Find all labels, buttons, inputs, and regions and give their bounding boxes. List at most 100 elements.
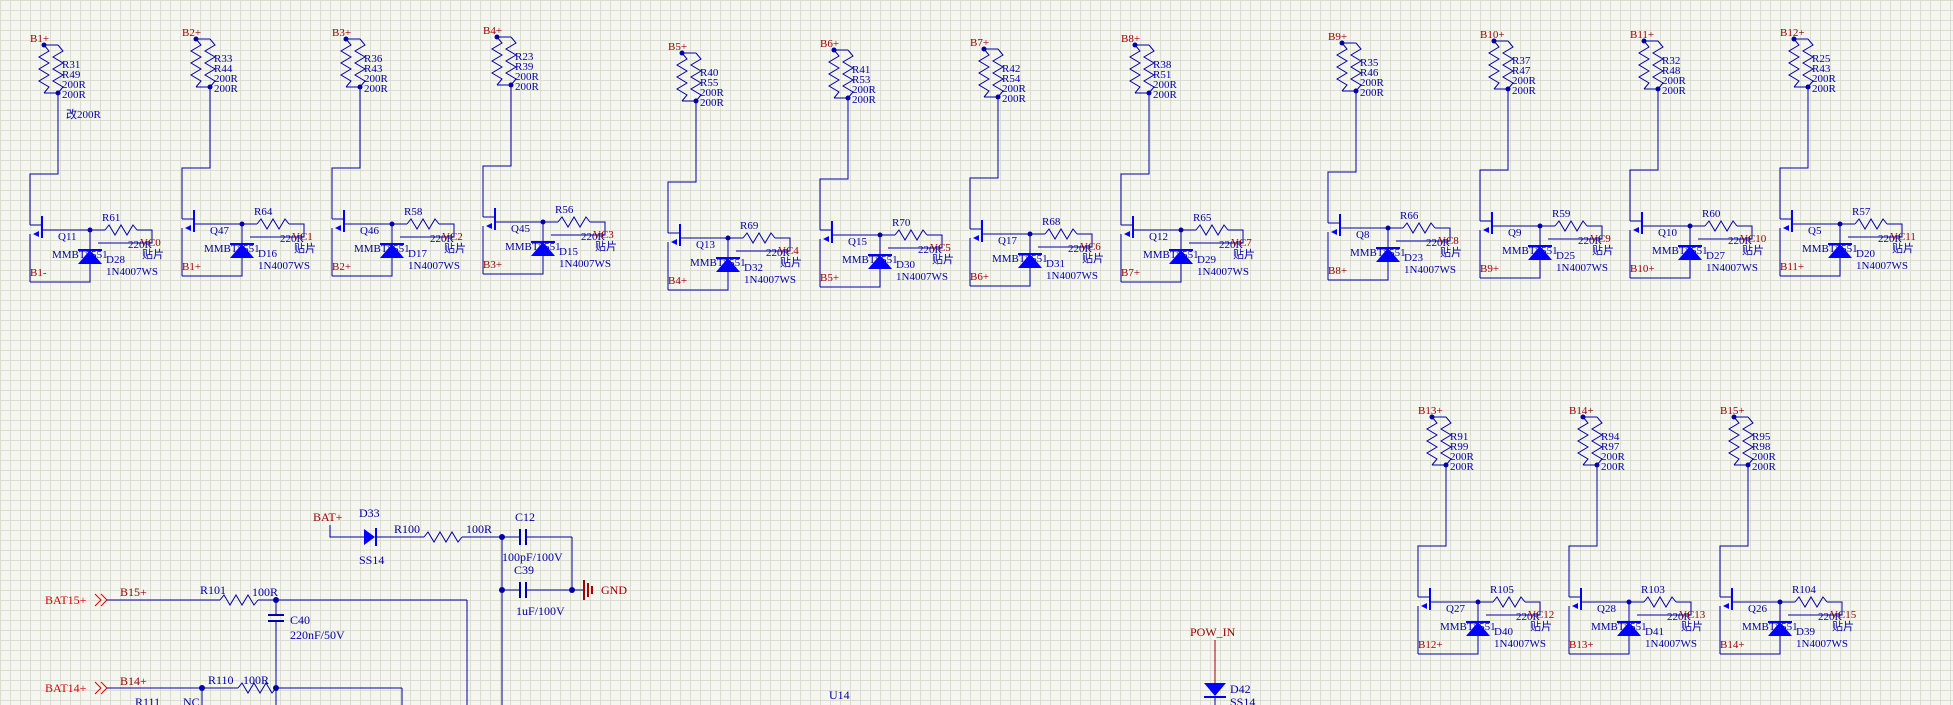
diode-designator: D32 — [744, 262, 763, 274]
resistor-a-designator: R38 — [1153, 59, 1172, 71]
gate-resistor — [406, 218, 440, 230]
transistor-designator: Q5 — [1808, 225, 1822, 237]
transistor-arrow — [973, 235, 979, 241]
vc-net-label: VC1 — [292, 231, 313, 243]
wire — [1780, 258, 1841, 277]
diode-designator: D27 — [1706, 250, 1725, 262]
wire — [1637, 601, 1692, 616]
bottom-net-label: B10+ — [1630, 263, 1655, 275]
resistor-a-designator: R23 — [515, 51, 534, 63]
resistor-b — [52, 44, 64, 94]
b15-net-label: B15+ — [120, 585, 147, 599]
bat15-port-label: BAT15+ — [45, 593, 87, 607]
resistor-a-designator: R36 — [364, 53, 383, 65]
junction — [569, 587, 575, 593]
resistor-b-value: 200R — [1512, 85, 1537, 97]
vc-net-label: VC7 — [1231, 237, 1252, 249]
resistor-b-designator: R46 — [1360, 67, 1379, 79]
wire — [888, 234, 943, 249]
resistor-a-designator: R91 — [1450, 431, 1468, 443]
gate-resistor-value: 220R — [1219, 239, 1244, 251]
vc-net-label: VC2 — [442, 231, 463, 243]
diode-triangle — [1018, 254, 1042, 268]
resistor-b-value: 200R — [1360, 87, 1385, 99]
wire — [250, 223, 305, 238]
bottom-net-label: B6+ — [970, 271, 989, 283]
resistor-b-designator: R39 — [515, 61, 534, 73]
resistor-a — [1638, 40, 1650, 90]
pow-in-label: POW_IN — [1190, 625, 1236, 639]
wire — [331, 87, 361, 219]
resistor-b — [1143, 44, 1155, 94]
transistor-suffix: 贴片 — [294, 241, 316, 255]
resistor-b-designator: R49 — [62, 69, 81, 81]
transistor-arrow — [1331, 229, 1337, 235]
gate-resistor-designator: R105 — [1490, 584, 1514, 596]
resistor-b-value: 200R — [214, 83, 239, 95]
wire — [668, 272, 729, 291]
wire — [1779, 87, 1809, 219]
top-net-label: B12+ — [1780, 27, 1805, 39]
diode-triangle — [1678, 246, 1702, 260]
transistor-suffix: 贴片 — [1082, 251, 1104, 265]
diode-part: 1N4007WS — [408, 260, 460, 272]
wire — [1121, 264, 1182, 283]
transistor-designator: Q11 — [58, 231, 77, 243]
diode-designator: D41 — [1645, 626, 1664, 638]
gate-resistor — [1492, 596, 1526, 608]
diode-triangle — [1466, 622, 1490, 636]
d33-diode — [364, 528, 377, 546]
wire — [736, 237, 791, 252]
gate-resistor-designator: R69 — [740, 220, 759, 232]
wire — [1486, 601, 1541, 616]
r111-designator: R111 — [135, 695, 160, 705]
diode-designator: D15 — [559, 246, 578, 258]
gate-resistor — [104, 224, 138, 236]
gate-resistor-designator: R64 — [254, 206, 273, 218]
gate-resistor-designator: R65 — [1193, 212, 1212, 224]
vc-net-label: VC4 — [778, 245, 799, 257]
wire — [820, 269, 881, 288]
diode-part: 1N4007WS — [1404, 264, 1456, 276]
gate-resistor-designator: R58 — [404, 206, 423, 218]
resistor-b — [1742, 416, 1754, 466]
transistor-arrow — [671, 239, 677, 245]
diode-part: 1N4007WS — [1556, 262, 1608, 274]
top-net-label: B8+ — [1121, 33, 1140, 45]
resistor-a-designator: R31 — [62, 59, 80, 71]
transistor-suffix: 贴片 — [1530, 619, 1552, 633]
transistor-suffix: 贴片 — [1892, 241, 1914, 255]
transistor-designator: Q8 — [1356, 229, 1370, 241]
wire — [819, 98, 849, 230]
resistor-a — [978, 48, 990, 98]
gate-resistor-value: 220R — [1426, 237, 1451, 249]
bottom-net-label: B8+ — [1328, 265, 1347, 277]
d42-part: SS14 — [1230, 695, 1255, 705]
vc-net-label: VC11 — [1890, 231, 1916, 243]
bottom-net-label: B4+ — [668, 275, 687, 287]
gate-resistor-designator: R59 — [1552, 208, 1571, 220]
resistor-a-value: 200R — [1512, 75, 1537, 87]
diode-part: 1N4007WS — [1856, 260, 1908, 272]
c40-value: 220nF/50V — [290, 628, 345, 642]
resistor-a-value: 200R — [62, 79, 87, 91]
resistor-b — [1591, 416, 1603, 466]
vc-net-label: VC9 — [1590, 233, 1611, 245]
resistor-a — [1336, 42, 1348, 92]
transistor-arrow — [1723, 603, 1729, 609]
c40-designator: C40 — [290, 613, 310, 627]
balance-cell-14: B14+R94R97200R200RQ28R103220RVC13MMBT555… — [1568, 405, 1706, 655]
vc-net-label: VC0 — [140, 237, 161, 249]
gnd-symbol — [583, 580, 593, 600]
transistor-arrow — [1124, 231, 1130, 237]
bottom-net-label: B9+ — [1480, 263, 1499, 275]
top-net-label: B15+ — [1720, 405, 1745, 417]
resistor-a-value: 200R — [1450, 451, 1475, 463]
resistor-b-value: 200R — [1752, 461, 1777, 473]
b14-net-label: B14+ — [120, 674, 147, 688]
resistor-b — [1350, 42, 1362, 92]
diode-designator: D31 — [1046, 258, 1065, 270]
bat14-port-label: BAT14+ — [45, 681, 87, 695]
